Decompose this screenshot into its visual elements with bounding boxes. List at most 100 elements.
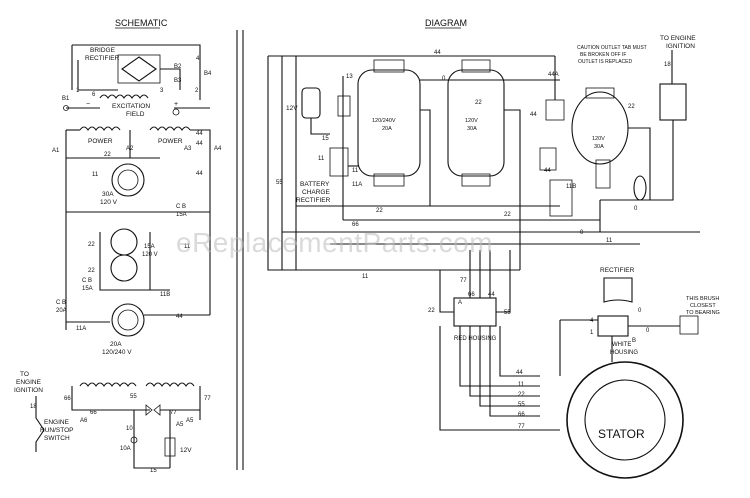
svg-text:22: 22 — [104, 152, 111, 158]
bridge-rectifier-symbol — [121, 56, 157, 82]
outlet-120-240v-20a — [357, 69, 421, 177]
svg-text:66: 66 — [64, 396, 71, 402]
svg-text:SWITCH: SWITCH — [44, 435, 70, 442]
svg-text:HOUSING: HOUSING — [610, 350, 638, 356]
svg-text:15: 15 — [150, 468, 157, 474]
svg-text:11: 11 — [184, 244, 191, 250]
svg-text:3: 3 — [160, 88, 164, 94]
svg-text:44: 44 — [544, 168, 551, 174]
svg-text:10A: 10A — [120, 446, 131, 452]
svg-text:B2: B2 — [174, 64, 182, 70]
svg-text:BRIDGE: BRIDGE — [90, 47, 116, 54]
svg-text:66: 66 — [90, 410, 97, 416]
svg-text:22: 22 — [475, 100, 482, 106]
svg-text:120 V: 120 V — [100, 199, 118, 206]
power-coil-left — [79, 126, 121, 131]
svg-text:CHARGE: CHARGE — [302, 189, 330, 196]
svg-text:1: 1 — [590, 330, 594, 336]
svg-text:15A: 15A — [176, 212, 187, 218]
svg-text:44: 44 — [516, 370, 523, 376]
svg-text:30A: 30A — [467, 126, 477, 132]
svg-text:77: 77 — [518, 424, 525, 430]
white-housing-connector — [597, 315, 629, 337]
svg-text:44: 44 — [196, 171, 203, 177]
svg-text:4: 4 — [590, 318, 594, 324]
svg-text:C B: C B — [176, 204, 186, 210]
stator-outer-ring — [566, 361, 684, 479]
svg-text:13: 13 — [346, 74, 353, 80]
ignition-module — [659, 83, 687, 121]
schematic-section: BRIDGE RECTIFIER B2 B3 B4 B1 4 3 6 1 2 E… — [14, 44, 222, 474]
outlet-20a-schematic — [111, 303, 145, 337]
svg-text:RED HOUSING: RED HOUSING — [454, 336, 497, 342]
svg-text:22: 22 — [518, 392, 525, 398]
svg-text:44: 44 — [434, 50, 441, 56]
svg-text:66: 66 — [352, 222, 359, 228]
svg-text:11B: 11B — [160, 292, 170, 298]
svg-text:0: 0 — [580, 230, 584, 236]
battery-charge-rectifier — [329, 147, 349, 177]
svg-text:11: 11 — [352, 168, 359, 174]
svg-text:CAUTION OUTLET TAB MUST: CAUTION OUTLET TAB MUST — [577, 45, 647, 51]
svg-text:POWER: POWER — [88, 138, 113, 145]
svg-text:11: 11 — [606, 238, 613, 244]
svg-text:18: 18 — [664, 62, 671, 68]
stator-coil-right — [145, 382, 195, 387]
diagram-title: DIAGRAM — [425, 18, 467, 28]
svg-text:POWER: POWER — [158, 138, 183, 145]
svg-text:11A: 11A — [352, 182, 362, 188]
svg-text:A3: A3 — [184, 146, 192, 152]
svg-text:11B: 11B — [566, 184, 576, 190]
svg-text:11: 11 — [518, 382, 525, 388]
svg-text:0: 0 — [634, 206, 638, 212]
svg-text:TO BEARING: TO BEARING — [686, 310, 720, 316]
svg-text:20A: 20A — [56, 308, 67, 314]
svg-text:22: 22 — [88, 268, 95, 274]
svg-text:66: 66 — [468, 292, 475, 298]
svg-text:18: 18 — [30, 404, 37, 410]
svg-text:77: 77 — [170, 410, 177, 416]
svg-text:2: 2 — [195, 88, 199, 94]
svg-text:55: 55 — [518, 402, 525, 408]
svg-text:15A: 15A — [82, 286, 93, 292]
svg-text:44: 44 — [196, 131, 203, 137]
svg-text:BE BROKEN OFF IF: BE BROKEN OFF IF — [580, 52, 626, 58]
battery-12v — [301, 87, 321, 119]
svg-text:55: 55 — [276, 180, 283, 186]
svg-text:WHITE: WHITE — [612, 342, 631, 348]
stator-label: STATOR — [598, 427, 645, 441]
diode-symbol-1 — [145, 404, 153, 416]
svg-text:120/240 V: 120/240 V — [102, 349, 132, 356]
brush-holder — [679, 315, 699, 335]
svg-text:11: 11 — [362, 274, 369, 280]
svg-text:OUTLET IS REPLACED: OUTLET IS REPLACED — [578, 59, 632, 65]
svg-text:IGNITION: IGNITION — [14, 387, 43, 394]
stator-inner-ring — [584, 379, 666, 461]
svg-text:55: 55 — [130, 394, 137, 400]
svg-text:11: 11 — [92, 172, 99, 178]
svg-text:4: 4 — [196, 56, 200, 62]
svg-text:22: 22 — [376, 208, 383, 214]
svg-text:22: 22 — [428, 308, 435, 314]
power-coil-right — [149, 126, 191, 131]
outlet-120v-30a-a — [447, 69, 505, 177]
svg-text:12V: 12V — [286, 105, 298, 112]
svg-text:C B: C B — [82, 278, 92, 284]
svg-text:66: 66 — [518, 412, 525, 418]
svg-text:B: B — [632, 338, 636, 344]
svg-text:A4: A4 — [214, 146, 222, 152]
svg-text:CLOSEST: CLOSEST — [690, 303, 716, 309]
engine-switch-symbol — [35, 396, 45, 452]
svg-text:RECTIFIER: RECTIFIER — [85, 55, 120, 62]
svg-text:20A: 20A — [110, 341, 122, 348]
excitation-field-coil — [99, 94, 149, 99]
svg-text:C B: C B — [56, 300, 66, 306]
svg-text:A6: A6 — [80, 418, 88, 424]
bridge-rectifier-box — [117, 54, 161, 84]
outlet-30a-schematic — [111, 163, 145, 197]
svg-text:THIS BRUSH: THIS BRUSH — [686, 296, 719, 302]
svg-text:RECTIFIER: RECTIFIER — [296, 197, 331, 204]
rectifier-component — [603, 277, 633, 303]
